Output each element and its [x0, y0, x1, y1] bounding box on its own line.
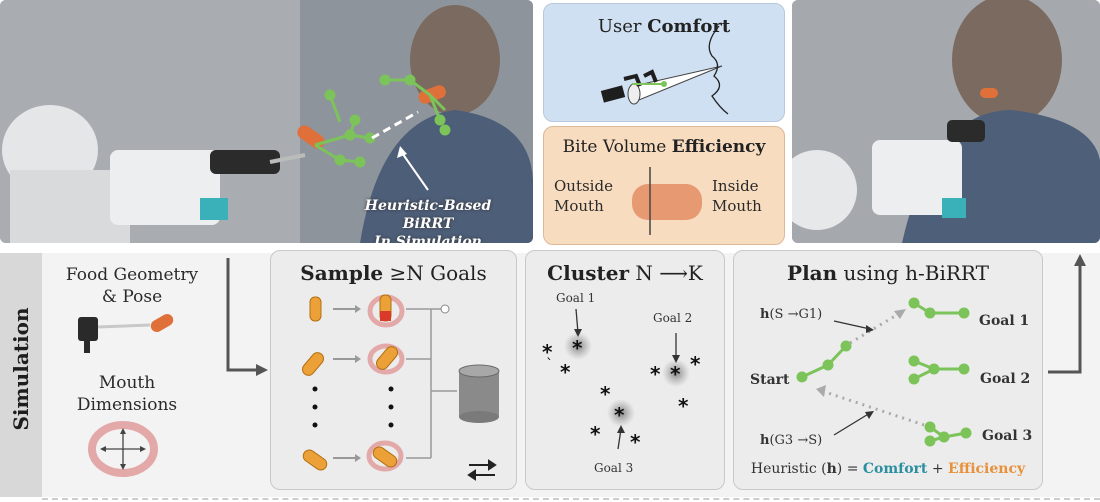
efficiency-box: Bite Volume Efficiency Outside Mouth Ins…: [543, 126, 785, 245]
photo-right-real: [792, 0, 1100, 243]
sample-title: Sample ≥N Goals: [300, 261, 487, 285]
cluster-title: Cluster N ⟶K: [547, 261, 703, 285]
outside-mouth-label: Outside Mouth: [554, 177, 613, 215]
comfort-title: User Comfort: [597, 16, 731, 37]
comfort-cone-graphic: [600, 25, 729, 115]
h3-label: h(G3 →S): [760, 433, 823, 448]
svg-text:`: `: [546, 357, 553, 373]
svg-text:*: *: [650, 362, 661, 386]
svg-text:*: *: [542, 340, 553, 364]
svg-text:*: *: [690, 352, 701, 376]
svg-text:*: *: [590, 422, 601, 446]
plan-panel: Plan using h-BiRRT h(S →G1) h(G3 →S) Sta…: [733, 250, 1043, 490]
mouth-dimensions-label: Mouth Dimensions: [76, 373, 178, 416]
cluster-panel: Cluster N ⟶K Goal 1 Goal 2 Goal 3 *** **…: [525, 250, 725, 490]
sample-panel: Sample ≥N Goals: [270, 250, 517, 490]
inside-mouth-label: Inside Mouth: [712, 177, 762, 215]
heuristic-equation: Heuristic (h) = Comfort + Efficiency: [750, 461, 1026, 477]
cluster-scatter-graphic: *** **** **** `: [542, 308, 701, 454]
plan-goal1-label: Goal 1: [979, 313, 1030, 329]
plan-tree-graphic: [796, 297, 972, 447]
svg-text:*: *: [630, 430, 641, 454]
simulation-caption: Heuristic-Based BiRRT In Simulation: [364, 198, 492, 243]
start-label: Start: [750, 372, 790, 388]
svg-text:*: *: [670, 362, 681, 386]
comfort-box: User Comfort: [543, 3, 785, 122]
cluster-goal3-label: Goal 3: [594, 461, 634, 475]
plan-goal3-label: Goal 3: [982, 428, 1033, 444]
food-geometry-label: Food Geometry & Pose: [65, 265, 199, 308]
photo-left-simulation: Heuristic-Based BiRRT In Simulation: [0, 0, 533, 243]
birrt-tree-graphic: [314, 74, 451, 168]
efficiency-title: Bite Volume Efficiency: [562, 137, 766, 157]
svg-text:*: *: [560, 360, 571, 384]
efficiency-term: Efficiency: [948, 461, 1026, 477]
fork-with-food-icon: [78, 314, 174, 353]
comfort-term: Comfort: [862, 461, 928, 477]
food-cross-section-graphic: [632, 167, 702, 235]
svg-text:*: *: [572, 336, 583, 360]
robot-scene-illustration: [0, 0, 533, 243]
real-robot-illustration: [792, 0, 1100, 243]
simulation-sidebar: Simulation: [0, 253, 42, 497]
sample-goals-graphic: [302, 294, 500, 481]
h1-label: h(S →G1): [760, 307, 823, 322]
svg-text:*: *: [614, 403, 625, 427]
plan-title: Plan using h-BiRRT: [787, 261, 989, 285]
plan-goal2-label: Goal 2: [980, 371, 1031, 387]
cluster-goal1-label: Goal 1: [556, 291, 596, 305]
cluster-goal2-label: Goal 2: [653, 311, 693, 325]
svg-text:*: *: [600, 382, 611, 406]
svg-text:*: *: [678, 394, 689, 418]
bottom-dashed-rule: [42, 498, 1100, 500]
repeat-icon: [467, 459, 497, 481]
mouth-ellipse-icon: [88, 421, 158, 477]
